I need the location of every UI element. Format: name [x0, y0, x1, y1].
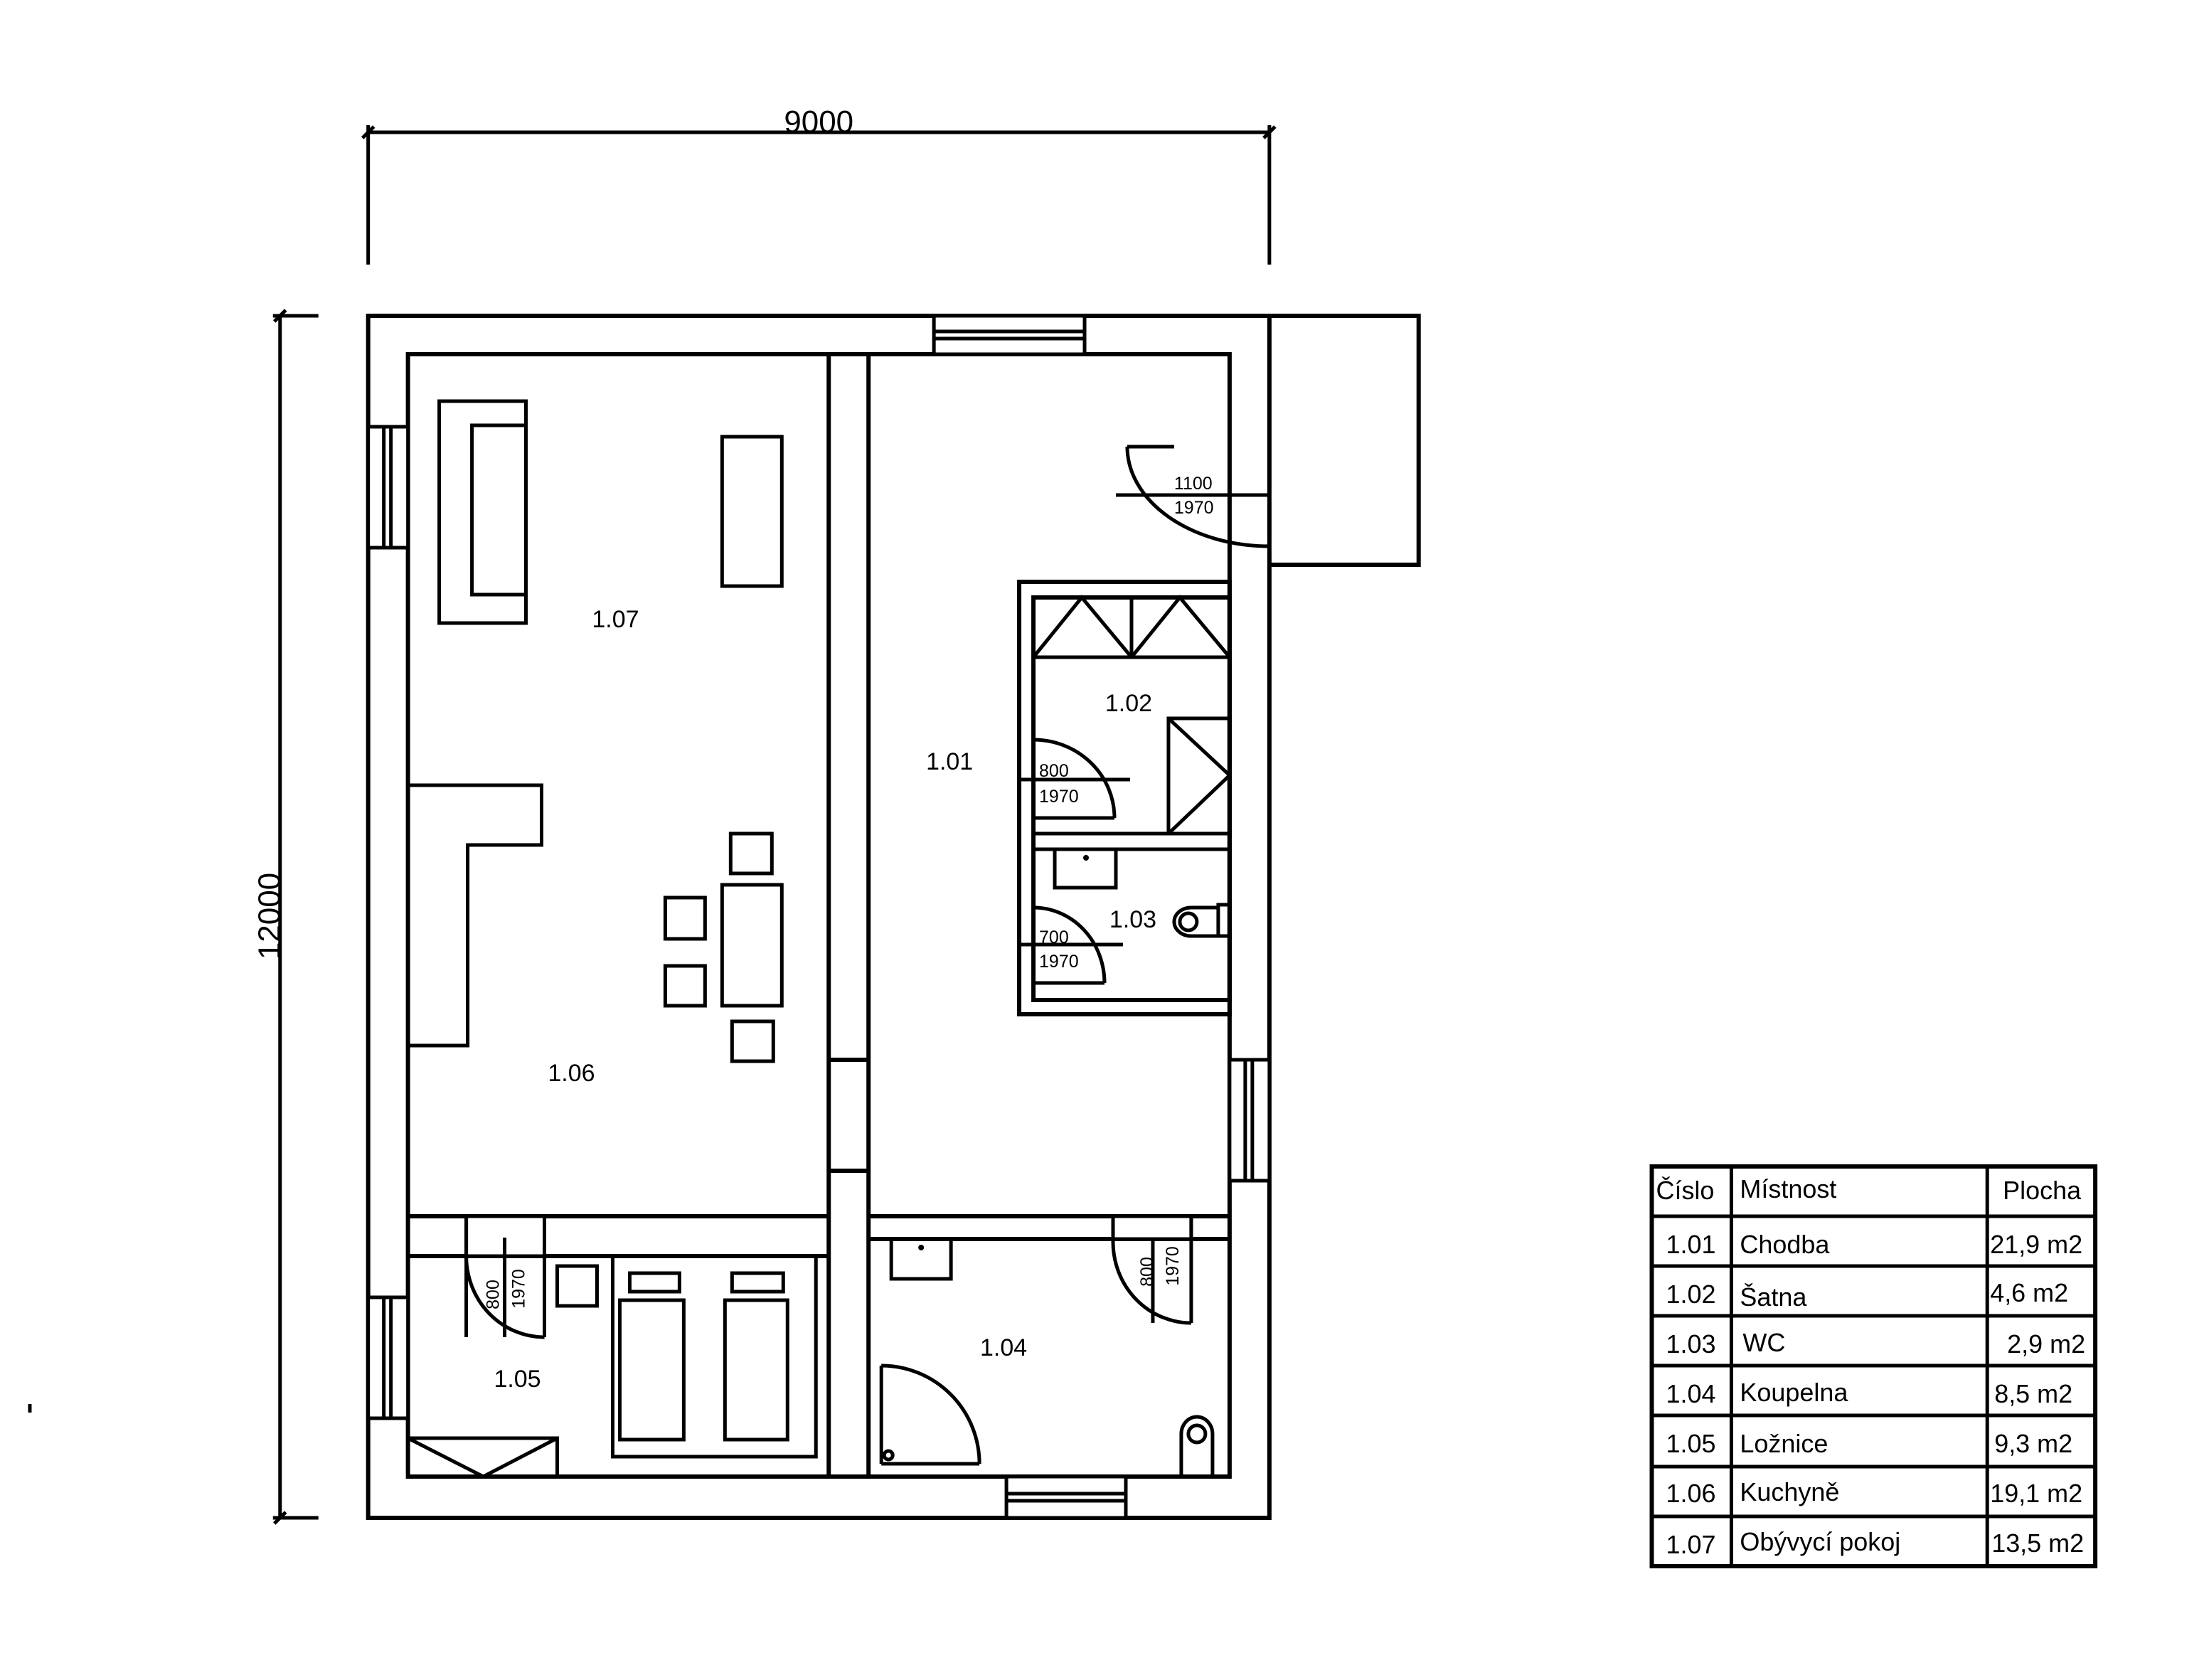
row-area: 8,5 m2: [1994, 1379, 2072, 1408]
window-right: [1228, 1058, 1272, 1183]
wardrobe-unit-icon: [1166, 716, 1233, 836]
row-room: Obývycí pokoj: [1740, 1527, 1900, 1556]
row-area: 4,6 m2: [1990, 1278, 2068, 1307]
door-wc-width: 700: [1039, 927, 1069, 947]
table-row: 1.06 Kuchyně 19,1 m2: [1666, 1477, 2082, 1508]
door-entrance-height: 1970: [1174, 498, 1214, 518]
door-entrance-width: 1100: [1174, 474, 1213, 494]
table-row: 1.03 WC 2,9 m2: [1666, 1328, 2085, 1359]
door-wardrobe-width: 800: [1039, 761, 1069, 781]
door-wc-height: 1970: [1039, 952, 1079, 972]
row-number: 1.03: [1666, 1329, 1715, 1359]
door-bedroom-height: 1970: [509, 1269, 529, 1309]
row-number: 1.02: [1666, 1280, 1715, 1309]
row-area: 9,3 m2: [1994, 1429, 2072, 1458]
table-row: 1.05 Ložnice 9,3 m2: [1666, 1429, 2072, 1458]
row-area: 19,1 m2: [1990, 1479, 2082, 1508]
door-bathroom-height: 1970: [1163, 1246, 1183, 1286]
kitchen-counter-icon: [408, 783, 544, 1048]
door-wardrobe: 800 1970: [1019, 738, 1130, 820]
row-room: Ložnice: [1740, 1429, 1828, 1458]
row-room: WC: [1742, 1328, 1785, 1357]
sofa-icon: [437, 399, 528, 625]
room-label-1-03: 1.03: [1109, 906, 1156, 933]
room-table: Číslo Místnost Plocha 1.01 Chodba 21,9 m…: [1649, 1164, 2098, 1568]
row-room: Chodba: [1740, 1230, 1829, 1259]
door-bathroom: 800 1970: [1111, 1214, 1193, 1325]
room-label-1-05: 1.05: [494, 1366, 541, 1393]
bathroom-toilet-icon: [1179, 1415, 1215, 1477]
shower-icon: [879, 1363, 981, 1466]
row-number: 1.04: [1666, 1379, 1715, 1408]
header-area: Plocha: [2003, 1176, 2081, 1205]
table-row: 1.04 Koupelna 8,5 m2: [1666, 1378, 2072, 1408]
header-room: Místnost: [1740, 1174, 1836, 1203]
row-number: 1.01: [1666, 1230, 1715, 1259]
nightstand-icon: [555, 1264, 599, 1308]
dimension-width-label: 9000: [784, 105, 853, 139]
row-room: Kuchyně: [1740, 1477, 1839, 1506]
cabinet-icon: [720, 435, 784, 588]
header-number: Číslo: [1656, 1176, 1715, 1205]
room-label-1-01: 1.01: [926, 748, 973, 775]
bed-icon: [610, 1254, 818, 1459]
table-row: 1.01 Chodba 21,9 m2: [1666, 1230, 2082, 1259]
row-room: Šatna: [1740, 1282, 1806, 1312]
dimension-height-label: 12000: [252, 873, 287, 959]
table-row: 1.07 Obývycí pokoj 13,5 m2: [1666, 1527, 2084, 1559]
row-area: 21,9 m2: [1990, 1230, 2082, 1259]
door-wardrobe-height: 1970: [1039, 787, 1079, 807]
room-label-1-02: 1.02: [1105, 690, 1152, 717]
door-wc: 700 1970: [1019, 905, 1123, 985]
room-label-1-04: 1.04: [980, 1334, 1027, 1361]
row-number: 1.07: [1666, 1530, 1715, 1559]
dining-table-icon: [663, 831, 784, 1063]
dimension-height: 12000: [252, 309, 319, 1525]
porch: [1269, 314, 1421, 567]
window-left-bottom: [366, 1295, 410, 1420]
room-label-1-07: 1.07: [592, 606, 639, 633]
toilet-icon: [1172, 903, 1232, 938]
door-entrance: 1100 1970: [1115, 445, 1272, 548]
table-row: 1.02 Šatna 4,6 m2: [1666, 1278, 2068, 1312]
wc-sink-icon: [1053, 847, 1118, 890]
row-number: 1.06: [1666, 1479, 1715, 1508]
table-header: Číslo Místnost Plocha: [1656, 1174, 2082, 1205]
window-top: [932, 314, 1087, 356]
door-bathroom-width: 800: [1137, 1257, 1157, 1287]
room-label-1-06: 1.06: [548, 1060, 595, 1087]
bedroom-wardrobe-icon: [406, 1436, 559, 1479]
window-bottom: [1004, 1474, 1128, 1520]
door-bedroom: 800 1970: [464, 1214, 547, 1339]
window-left-top: [366, 425, 410, 550]
door-bedroom-width: 800: [484, 1280, 504, 1309]
row-room: Koupelna: [1740, 1378, 1848, 1407]
wardrobe-shelves-icon: [1032, 595, 1231, 659]
bathroom-sink-icon: [889, 1237, 953, 1281]
row-area: 2,9 m2: [2007, 1329, 2085, 1359]
dimension-width: 9000: [361, 105, 1277, 265]
row-number: 1.05: [1666, 1429, 1715, 1458]
row-area: 13,5 m2: [1991, 1529, 2084, 1558]
interior-walls: [408, 354, 1230, 1477]
